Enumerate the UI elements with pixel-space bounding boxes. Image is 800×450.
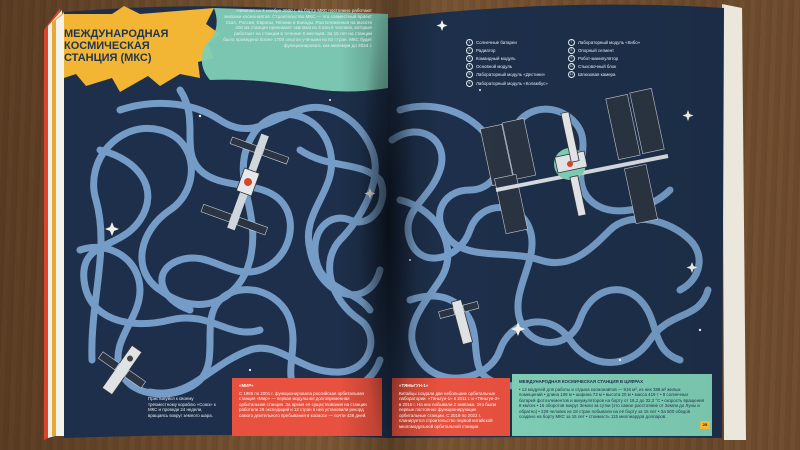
tiangong-box-text: Китайцы создали две небольшие орбитальны… [399, 390, 500, 429]
mir-box-text: С 1986 по 2001 г. функционировала россий… [239, 390, 367, 418]
page-number: 25 [700, 421, 710, 429]
mir-box: «МИР» С 1986 по 2001 г. функционировала … [234, 380, 380, 434]
intro-text: Начиная со 2 ноября 2000 г. на борту МКС… [223, 8, 372, 48]
stats-box-heading: Международная космическая станция в цифр… [519, 379, 644, 384]
stats-box: Международная космическая станция в цифр… [514, 376, 710, 434]
tiangong-box-heading: «ТЯНЬГУН-1» [399, 383, 429, 388]
page-edges [44, 4, 746, 440]
page-title: Международная космическая станция (МКС) [64, 28, 169, 64]
soyuz-caption: Пристыкуйся к своему трёхместному корабл… [148, 396, 216, 418]
mir-box-heading: «МИР» [239, 383, 254, 388]
tiangong-box: «ТЯНЬГУН-1» Китайцы создали две небольши… [394, 380, 508, 434]
stats-box-text: • 12 модулей для работы и отдыха космона… [519, 386, 704, 420]
